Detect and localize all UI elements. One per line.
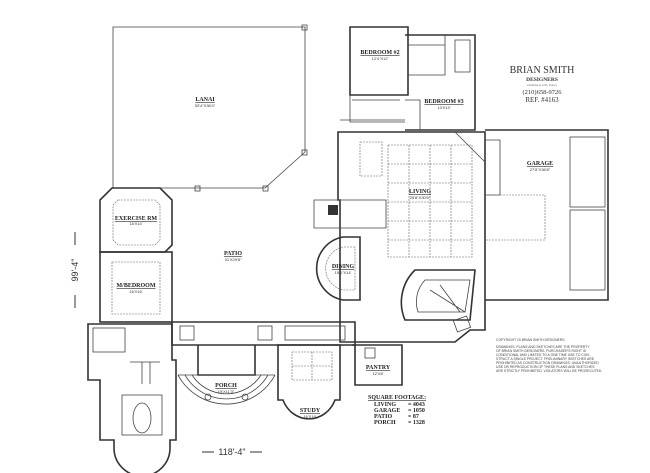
pantry-label: PANTRY bbox=[366, 365, 391, 371]
sf-value: = 87 bbox=[408, 414, 419, 420]
copyright-text: CONDITIONAL AND LIMITED TO A ONE TIME US… bbox=[496, 353, 590, 357]
bedroom-wing bbox=[340, 26, 476, 131]
depth-dimension: 99'-4" bbox=[70, 232, 80, 308]
sf-label: GARAGE bbox=[374, 408, 400, 414]
porch-label: PORCH bbox=[215, 383, 237, 389]
company-subtitle: DESIGNERS bbox=[526, 77, 558, 83]
living-area bbox=[313, 131, 486, 343]
sf-label: PATIO bbox=[374, 414, 392, 420]
exercise-size: 16'X14' bbox=[129, 221, 142, 226]
bedroom3-label: BEDROOM #3 bbox=[424, 99, 463, 105]
master-label: M/BEDROOM bbox=[117, 283, 156, 289]
company-phone: (210)658-9726 bbox=[523, 89, 563, 96]
sf-value: = 4043 bbox=[408, 402, 425, 408]
copyright-notice: COPYRIGHT 19 BRIAN SMITH DESIGNERS DRAWI… bbox=[496, 338, 602, 373]
reference-number: REF. #4163 bbox=[525, 96, 559, 104]
master-bath bbox=[87, 323, 177, 473]
company-name: BRIAN SMITH bbox=[510, 65, 575, 76]
width-dimension-text: 118'-4" bbox=[218, 447, 245, 457]
kitchen bbox=[400, 269, 476, 333]
study-label: STUDY bbox=[300, 408, 321, 414]
bedroom3-size: 13'X13' bbox=[437, 105, 450, 110]
front-gallery bbox=[171, 321, 356, 346]
company-location: UNIVERSAL CITY, TEXAS bbox=[527, 84, 557, 87]
title-block: BRIAN SMITH DESIGNERS UNIVERSAL CITY, TE… bbox=[510, 65, 575, 104]
dining-room bbox=[315, 236, 361, 301]
master-bedroom bbox=[99, 251, 173, 323]
lanai-size: 53'4"X36'4" bbox=[195, 103, 216, 108]
porch-size: 19'X11'3" bbox=[218, 389, 235, 394]
depth-dimension-text: 99'-4" bbox=[70, 259, 80, 282]
copyright-text: STRUCT A SINGLE PROJECT. PRELIMINARY SKE… bbox=[496, 357, 595, 361]
bedroom2-label: BEDROOM #2 bbox=[360, 50, 399, 56]
patio-size: 31'X29'8" bbox=[225, 257, 242, 262]
bedroom2-size: 12'4"X12' bbox=[372, 56, 389, 61]
sf-label: LIVING bbox=[374, 402, 396, 408]
study-size: 16'X19' bbox=[303, 414, 316, 419]
copyright-text: DRAWINGS, PLANS AND SKETCHES ARE THE PRO… bbox=[496, 345, 590, 349]
pantry bbox=[352, 344, 403, 386]
study bbox=[277, 344, 341, 420]
garage-label: GARAGE bbox=[527, 161, 553, 167]
living-label: LIVING bbox=[409, 189, 431, 195]
lanai bbox=[112, 24, 308, 192]
copyright-line: COPYRIGHT 19 BRIAN SMITH DESIGNERS bbox=[496, 338, 565, 342]
sf-value: = 1050 bbox=[408, 408, 425, 414]
square-footage: SQUARE FOOTAGE: LIVING = 4043 GARAGE = 1… bbox=[368, 395, 426, 426]
copyright-text: USE OR REPRODUCTION OF THESE PLANS AND S… bbox=[496, 365, 595, 369]
sf-value: = 1328 bbox=[408, 420, 425, 426]
square-footage-heading: SQUARE FOOTAGE: bbox=[368, 395, 426, 401]
garage-size: 27'8"X36'8" bbox=[530, 167, 551, 172]
copyright-text: ARE STRICTLY PROHIBITED. VIOLATORS WILL … bbox=[496, 369, 602, 373]
pantry-size: 12'X8' bbox=[373, 371, 384, 376]
dining-label: DINING bbox=[332, 264, 355, 270]
width-dimension: 118'-4" bbox=[202, 447, 262, 457]
sf-label: PORCH bbox=[374, 420, 396, 426]
copyright-text: PROHIBITED AS CONSTRUCTION DRAWINGS. UNA… bbox=[496, 361, 599, 365]
exercise-label: EXERCISE RM bbox=[115, 216, 158, 222]
patio-label: PATIO bbox=[224, 251, 242, 257]
copyright-text: OF BRIAN SMITH DESIGNERS. PURCHASER'S RI… bbox=[496, 349, 587, 353]
dining-size: 15'1"X14' bbox=[335, 270, 352, 275]
garage bbox=[485, 129, 609, 301]
lanai-label: LANAI bbox=[195, 97, 215, 103]
porch bbox=[177, 345, 276, 405]
exercise-room bbox=[99, 187, 173, 253]
living-size: 25'8"X30'6" bbox=[410, 195, 431, 200]
master-size: 16'X16' bbox=[129, 289, 142, 294]
